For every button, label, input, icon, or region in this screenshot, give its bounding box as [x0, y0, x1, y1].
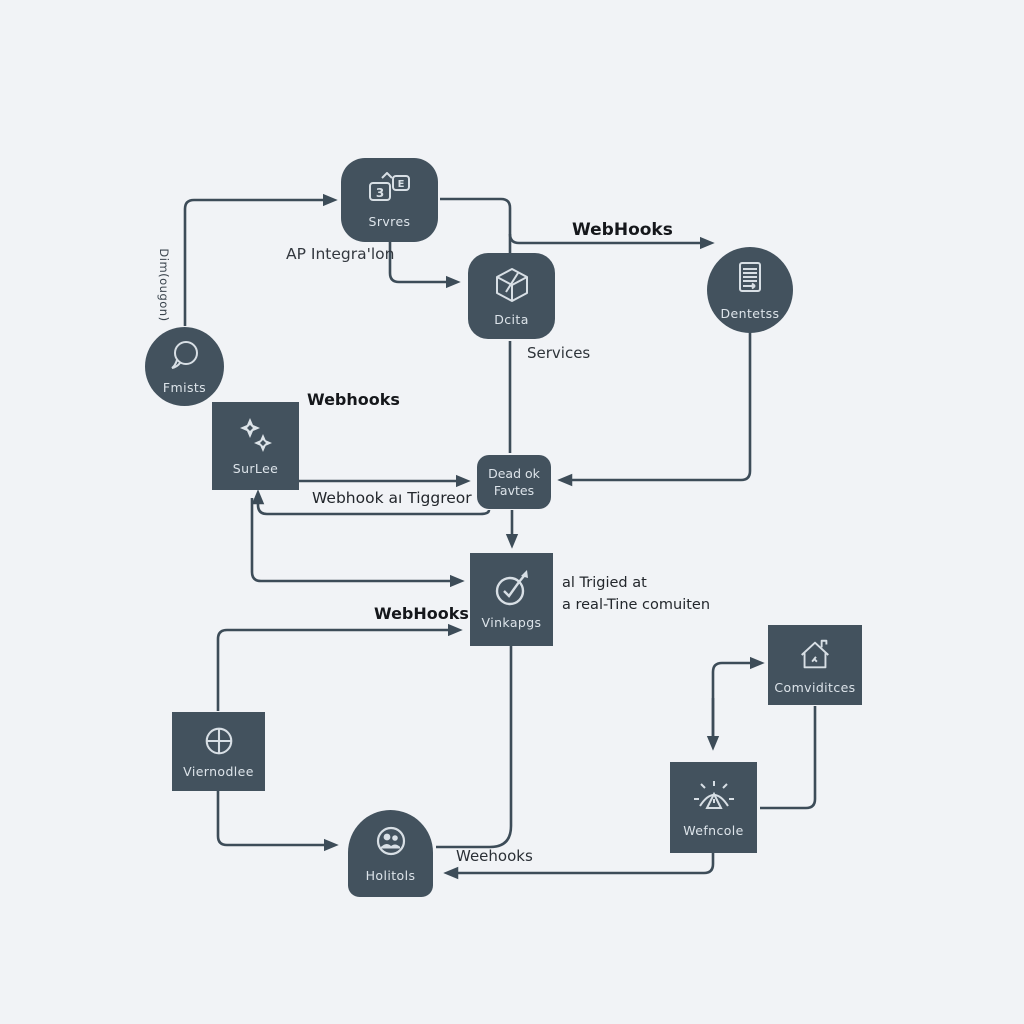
edge-dentetss-to-dead [557, 331, 752, 487]
edge-label-webhooks-left: WebHooks [374, 604, 469, 623]
node-srvres: 3 E Srvres [341, 158, 438, 242]
annotation-ai-trigger-note: al Trigied at a real-Tine comuiten [562, 573, 752, 617]
edge-viernodlee-to-vinkapgs [216, 623, 463, 711]
node-dentetss: Dentetss [707, 247, 793, 333]
edge-label-api-integration: AP Integra'lon [286, 245, 395, 263]
node-label: Srvres [368, 213, 411, 229]
edge-stem-to-comnitees [711, 656, 765, 739]
node-holitols: Holitols [348, 810, 433, 897]
chat-squares-icon: 3 E [368, 171, 410, 201]
node-wefncole: Wefncole [670, 762, 757, 853]
node-fmists: Fmists [145, 327, 224, 406]
document-icon [739, 261, 761, 292]
edge-fmists-to-srvres [183, 193, 338, 326]
edge-vinkapgs-to-holitols [436, 646, 513, 849]
edge-label-webhooks-top: WebHooks [572, 220, 673, 240]
edge-label-webhooks-mid: Webhooks [307, 390, 400, 409]
node-label-line1: Dead ok [488, 465, 540, 481]
node-comnitees: Comviditces [768, 625, 862, 705]
node-dead-ok-favtes: Dead ok Favtes [477, 455, 551, 509]
edge-webhooks-to-dentetss [508, 233, 715, 250]
cube-icon [495, 267, 528, 302]
edge-srvres-to-datatop [440, 197, 512, 253]
people-icon [376, 826, 405, 856]
annotation-line2: a real-Tine comuiten [562, 596, 711, 613]
node-surlee: SurLee [212, 402, 299, 490]
node-viernodlee: Viernodlee [172, 712, 265, 791]
annotation-line1: al Trigied at [562, 575, 647, 591]
edge-wefncole-to-holitols [443, 852, 715, 880]
globe-icon [205, 727, 232, 755]
speech-bubble-icon [170, 341, 198, 369]
edge-comnitees-to-wefncole [760, 706, 817, 810]
edge-surlee-to-vinkapgs [250, 498, 465, 588]
alert-lamp-icon [693, 781, 734, 809]
node-label: Fmists [162, 380, 207, 395]
edge-dead-return-to-surlee [251, 489, 491, 516]
svg-text:3: 3 [375, 186, 383, 200]
node-data: Dcita [468, 253, 555, 339]
node-label: Wefncole [683, 823, 744, 838]
node-label: Viernodlee [183, 764, 254, 779]
node-label: Holitols [365, 868, 416, 883]
node-label: SurLee [232, 460, 279, 476]
node-label: Vinkapgs [481, 615, 542, 630]
node-label: Dcita [494, 311, 529, 327]
node-label-line2: Favtes [493, 482, 535, 498]
node-vinkapgs: Vinkapgs [470, 553, 553, 646]
edge-viernodlee-to-holitols [216, 791, 339, 852]
node-label: Comviditces [774, 679, 856, 695]
edge-label-vertical-note: Dim(ougon) [157, 248, 171, 322]
check-circle-icon [495, 570, 528, 606]
edge-label-webhook-trigger: Webhook aı Tiggreor [312, 489, 472, 507]
node-label: Dentetss [720, 305, 780, 321]
edge-srvres-to-data [388, 242, 461, 289]
sparkles-icon [239, 417, 272, 452]
edge-label-weehooks-bottom: Weehooks [456, 847, 533, 865]
node-sublabel-services: Services [527, 344, 591, 362]
house-icon [801, 639, 829, 668]
svg-text:E: E [397, 179, 404, 190]
